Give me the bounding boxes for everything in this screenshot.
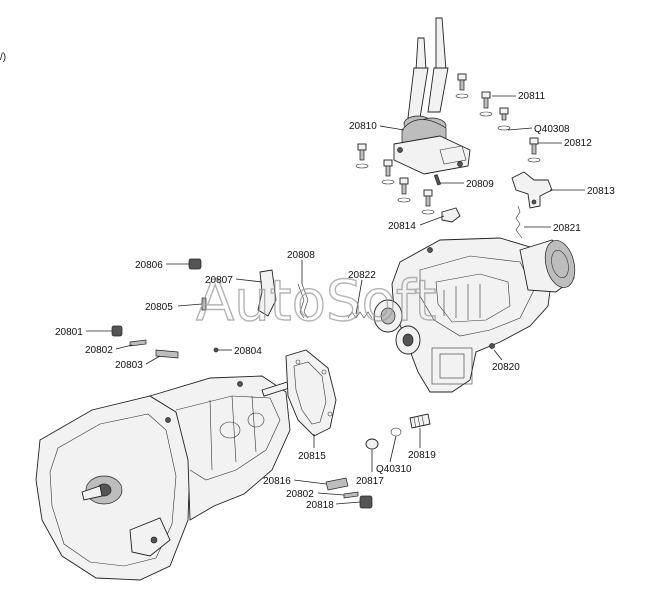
callout-20803: 20803 bbox=[115, 360, 143, 371]
callout-20813: 20813 bbox=[587, 186, 615, 197]
callout-20821: 20821 bbox=[553, 223, 581, 234]
callout-20819: 20819 bbox=[408, 450, 436, 461]
callout-20815: 20815 bbox=[298, 451, 326, 462]
gasket-part bbox=[285, 349, 337, 437]
main-transmission bbox=[35, 375, 303, 581]
corner-mark: /) bbox=[0, 52, 6, 63]
callout-20817: 20817 bbox=[356, 476, 384, 487]
small-parts-bottom bbox=[325, 413, 431, 509]
clip-part bbox=[441, 207, 461, 223]
callout-20810: 20810 bbox=[349, 121, 377, 132]
callout-q40310: Q40310 bbox=[376, 464, 412, 475]
callout-20822: 20822 bbox=[348, 270, 376, 281]
callout-20811: 20811 bbox=[518, 91, 546, 102]
spring-part bbox=[515, 205, 523, 239]
callout-q40308: Q40308 bbox=[534, 124, 570, 135]
leader-lines bbox=[86, 95, 585, 505]
callout-20816: 20816 bbox=[263, 476, 291, 487]
bracket-part bbox=[511, 171, 553, 209]
callout-20801: 20801 bbox=[55, 327, 83, 338]
callout-20802-lower: 20802 bbox=[286, 489, 314, 500]
callout-20814: 20814 bbox=[388, 221, 416, 232]
bolt-group-upper bbox=[355, 73, 541, 215]
callout-20807: 20807 bbox=[205, 275, 233, 286]
shift-lever-assembly bbox=[393, 17, 471, 175]
transfer-case bbox=[373, 237, 576, 393]
callout-20808: 20808 bbox=[287, 250, 315, 261]
callout-20806: 20806 bbox=[135, 260, 163, 271]
callout-labels: 20811 20810 Q40308 20812 20809 20813 208… bbox=[55, 91, 615, 511]
callout-20805: 20805 bbox=[145, 302, 173, 313]
callout-20809: 20809 bbox=[466, 179, 494, 190]
callout-20818: 20818 bbox=[306, 500, 334, 511]
callout-20820: 20820 bbox=[492, 362, 520, 373]
callout-20812: 20812 bbox=[564, 138, 592, 149]
callout-20804: 20804 bbox=[234, 346, 262, 357]
watermark: AutoSoft bbox=[196, 269, 437, 334]
callout-20802-upper: 20802 bbox=[85, 345, 113, 356]
